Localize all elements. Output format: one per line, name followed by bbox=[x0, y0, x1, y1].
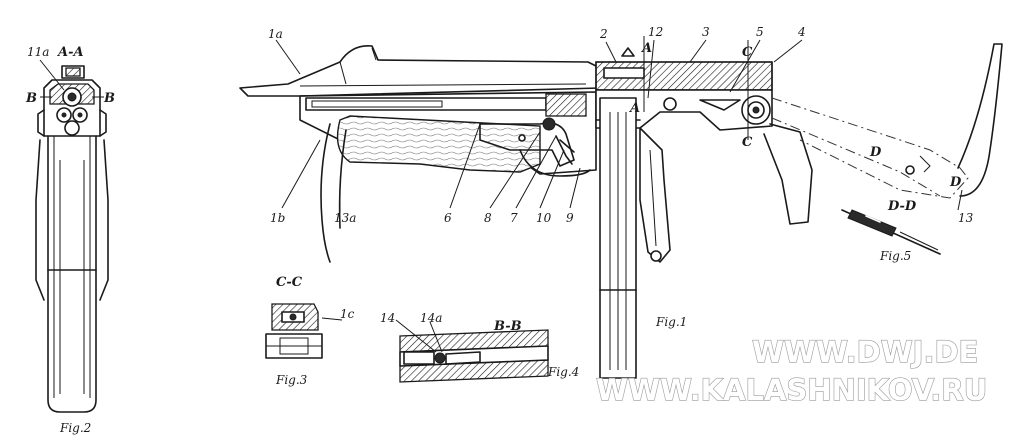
cut-mark-b-right: B bbox=[103, 91, 115, 106]
part-label-14: 14 bbox=[380, 311, 395, 325]
fig5-section-dd bbox=[842, 210, 940, 254]
part-label-9: 9 bbox=[566, 211, 574, 225]
section-label-aa: A-A bbox=[56, 45, 84, 60]
cut-mark-d-left: D bbox=[869, 145, 882, 160]
figure-label-fig1: Fig.1 bbox=[655, 315, 687, 329]
part-label-2: 2 bbox=[599, 27, 608, 41]
fig3-section-cc bbox=[266, 304, 342, 358]
part-label-13a: 13a bbox=[334, 211, 356, 225]
figure-label-fig4: Fig.4 bbox=[547, 365, 579, 379]
fig2-end-view bbox=[36, 60, 108, 412]
part-label-12: 12 bbox=[648, 25, 663, 39]
cut-mark-c-top: C bbox=[742, 45, 753, 60]
figure-label-fig2: Fig.2 bbox=[59, 421, 91, 435]
cut-mark-a-top: A bbox=[640, 41, 652, 56]
part-label-1b: 1b bbox=[270, 211, 285, 225]
figure-label-fig3: Fig.3 bbox=[275, 373, 308, 387]
watermark-dwj: WWW.DWJ.DE bbox=[752, 335, 978, 369]
part-label-14a: 14a bbox=[420, 311, 442, 325]
section-label-dd: D-D bbox=[887, 199, 917, 214]
cut-mark-c-bottom: C bbox=[742, 135, 753, 150]
part-label-1c: 1c bbox=[340, 307, 355, 321]
cut-mark-d-right: D bbox=[949, 175, 962, 190]
fig4-section-bb bbox=[396, 320, 548, 382]
part-label-6: 6 bbox=[444, 211, 452, 225]
figure-label-fig5: Fig.5 bbox=[879, 249, 911, 263]
cut-mark-a-side: A bbox=[628, 101, 640, 116]
section-label-bb: B-B bbox=[493, 319, 522, 334]
part-label-10: 10 bbox=[536, 211, 552, 225]
part-label-8: 8 bbox=[484, 211, 492, 225]
part-label-11a: 11a bbox=[27, 45, 49, 59]
part-label-7: 7 bbox=[510, 211, 518, 225]
cut-mark-b-left: B bbox=[25, 91, 37, 106]
watermark-kalashnikov: WWW.KALASHNIKOV.RU bbox=[596, 373, 987, 407]
part-label-5: 5 bbox=[756, 25, 764, 39]
part-label-3: 3 bbox=[702, 25, 710, 39]
part-label-13: 13 bbox=[958, 211, 974, 225]
part-label-1a: 1a bbox=[268, 27, 283, 41]
part-label-4: 4 bbox=[797, 25, 806, 39]
section-label-cc: C-C bbox=[276, 275, 303, 290]
